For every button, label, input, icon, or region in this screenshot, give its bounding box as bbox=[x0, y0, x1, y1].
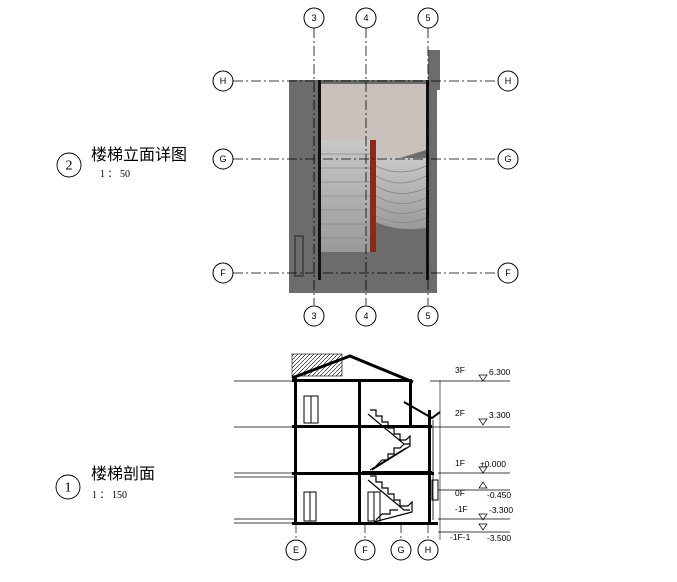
grid-bubble-section-F: F bbox=[354, 539, 376, 561]
grid-bubble-bottom-4: 4 bbox=[355, 305, 377, 327]
grid-bubble-top-5: 5 bbox=[417, 7, 439, 29]
detail-view-title-block: 2 楼梯立面详图 1 ： 50 bbox=[56, 145, 187, 180]
level-2F: 2F 3.300 bbox=[455, 408, 511, 426]
section-title: 楼梯剖面 bbox=[91, 464, 155, 483]
svg-text:H: H bbox=[505, 76, 512, 86]
section-stair-lower bbox=[367, 475, 413, 523]
level-markers: 3F 6.300 2F 3.300 1F ±0.000 0F -0.450 -1… bbox=[450, 365, 513, 543]
svg-text:H: H bbox=[220, 76, 227, 86]
grid-bubble-left-F: F bbox=[212, 262, 234, 284]
level-minus-1F: -1F -3.300 bbox=[455, 504, 513, 521]
grid-bubble-section-E: E bbox=[285, 539, 307, 561]
svg-text:5: 5 bbox=[425, 311, 430, 321]
view-number-circle bbox=[56, 152, 82, 178]
svg-text:E: E bbox=[293, 545, 299, 555]
svg-text:4: 4 bbox=[363, 13, 368, 23]
svg-text:-1F-1: -1F-1 bbox=[450, 532, 471, 542]
svg-text:3: 3 bbox=[311, 311, 316, 321]
stair-section bbox=[234, 353, 510, 540]
svg-text:G: G bbox=[397, 545, 404, 555]
level-minus-1F-1: -1F-1 -3.500 bbox=[450, 523, 511, 543]
svg-text:0F: 0F bbox=[455, 488, 465, 498]
svg-text:F: F bbox=[220, 268, 226, 278]
view-title: 楼梯立面详图 bbox=[91, 145, 187, 164]
section-stair-upper bbox=[367, 409, 411, 471]
section-view-title-block: 1 楼梯剖面 1 ： 150 bbox=[55, 464, 155, 501]
section-grid-lines bbox=[295, 525, 429, 540]
stair-plan-detail bbox=[289, 50, 440, 293]
grid-bubble-section-G: G bbox=[390, 539, 412, 561]
plan-landing bbox=[321, 84, 426, 158]
section-scale: 1 ： 150 bbox=[92, 490, 127, 501]
level-0F: 0F -0.450 bbox=[455, 481, 511, 500]
svg-text:3.300: 3.300 bbox=[489, 410, 511, 420]
svg-text:-0.450: -0.450 bbox=[487, 490, 511, 500]
svg-text:-3.500: -3.500 bbox=[487, 533, 511, 543]
grid-bubble-right-H: H bbox=[497, 70, 519, 92]
svg-text:4: 4 bbox=[363, 311, 368, 321]
section-number: 1 bbox=[65, 481, 72, 496]
svg-text:2F: 2F bbox=[455, 408, 465, 418]
svg-text:3F: 3F bbox=[455, 365, 465, 375]
view-scale: 1 ： 50 bbox=[100, 169, 130, 180]
svg-text:5: 5 bbox=[425, 13, 430, 23]
plan-straight-flight bbox=[321, 140, 370, 252]
svg-text:H: H bbox=[425, 545, 432, 555]
grid-bubble-right-G: G bbox=[497, 148, 519, 170]
svg-text:G: G bbox=[219, 154, 226, 164]
grid-bubble-left-G: G bbox=[212, 148, 234, 170]
grid-bubble-bottom-3: 3 bbox=[303, 305, 325, 327]
view-number: 2 bbox=[66, 159, 73, 174]
grid-bubble-top-4: 4 bbox=[355, 7, 377, 29]
plan-curved-flight bbox=[375, 158, 427, 230]
section-number-circle bbox=[55, 474, 81, 500]
svg-text:F: F bbox=[362, 545, 368, 555]
detail-grid-lines bbox=[233, 28, 497, 305]
svg-text:F: F bbox=[505, 268, 511, 278]
level-3F: 3F 6.300 bbox=[455, 365, 511, 382]
grid-bubble-section-H: H bbox=[417, 539, 439, 561]
grid-bubble-top-3: 3 bbox=[303, 7, 325, 29]
svg-text:G: G bbox=[504, 154, 511, 164]
svg-text:1F: 1F bbox=[455, 458, 465, 468]
grid-bubble-bottom-5: 5 bbox=[417, 305, 439, 327]
svg-text:-1F: -1F bbox=[455, 504, 468, 514]
svg-text:3: 3 bbox=[311, 13, 316, 23]
level-1F: 1F ±0.000 bbox=[455, 458, 506, 474]
svg-text:6.300: 6.300 bbox=[489, 367, 511, 377]
grid-bubble-right-F: F bbox=[497, 262, 519, 284]
svg-text:±0.000: ±0.000 bbox=[480, 459, 506, 469]
grid-bubble-left-H: H bbox=[212, 70, 234, 92]
plan-stringer bbox=[370, 140, 376, 252]
svg-text:-3.300: -3.300 bbox=[489, 505, 513, 515]
